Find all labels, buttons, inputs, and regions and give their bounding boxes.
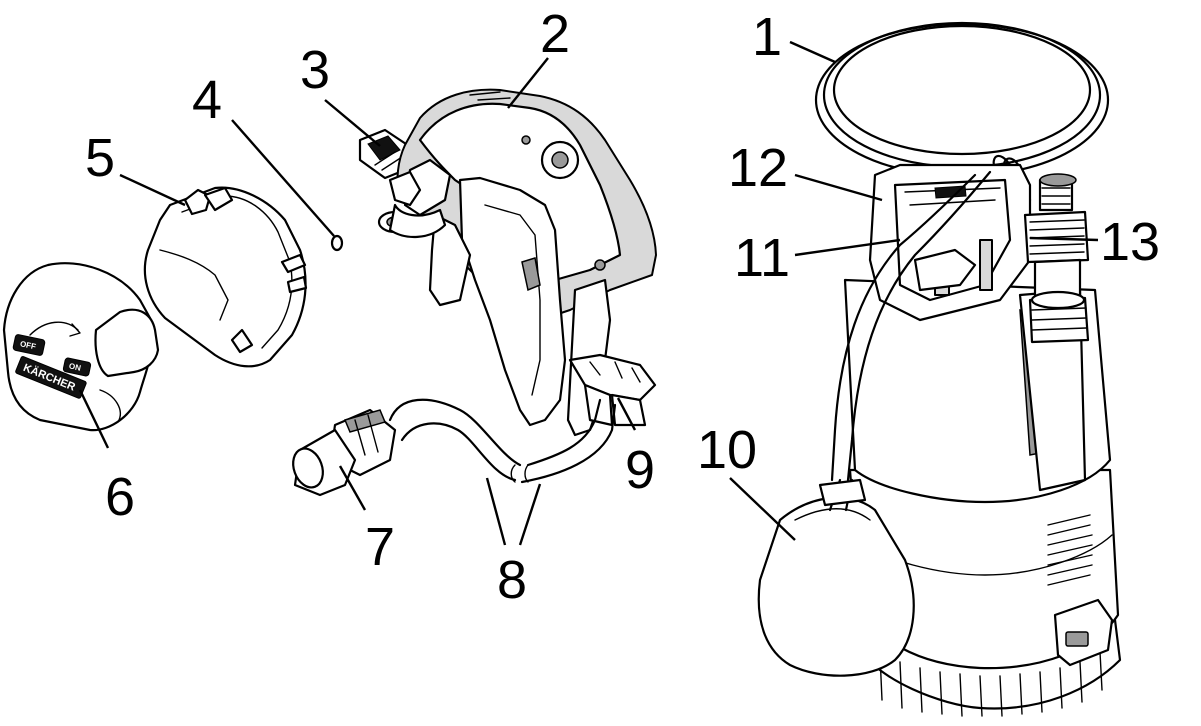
part-7-connector — [292, 408, 397, 497]
callout-11: 11 — [734, 228, 790, 288]
callout-1: 1 — [752, 7, 782, 67]
callout-13: 13 — [1100, 212, 1160, 272]
leader-13 — [1029, 236, 1099, 242]
callout-2: 2 — [540, 4, 570, 64]
pump-body — [830, 163, 1122, 717]
part-4-o-ring — [330, 234, 344, 252]
leader-2 — [507, 57, 549, 109]
leader-7 — [338, 465, 367, 511]
leader-8b — [518, 483, 542, 546]
part-5-inner-cover — [143, 186, 308, 368]
leader-8a — [485, 477, 507, 546]
leader-12 — [794, 173, 883, 202]
callout-8: 8 — [497, 550, 527, 610]
callout-4: 4 — [192, 70, 222, 130]
leader-lines — [78, 40, 1099, 546]
on-label: ON — [68, 361, 82, 372]
leader-1 — [789, 40, 836, 64]
leader-3 — [324, 99, 381, 147]
callout-10: 10 — [697, 420, 757, 480]
callout-9: 9 — [625, 440, 655, 500]
callout-12: 12 — [728, 138, 788, 198]
callout-3: 3 — [300, 40, 330, 100]
leader-10 — [729, 477, 796, 541]
callout-6: 6 — [105, 467, 135, 527]
part-8-hose — [388, 398, 617, 484]
callout-numbers: 1 2 3 4 5 6 7 8 9 10 11 12 13 — [85, 4, 1160, 610]
off-label: OFF — [19, 339, 37, 351]
leader-6 — [78, 389, 110, 449]
leader-11 — [794, 238, 901, 257]
leader-4 — [231, 119, 335, 237]
callout-7: 7 — [365, 517, 395, 577]
part-10-float-switch — [757, 478, 915, 677]
part-6-front-cover: OFF ON KÄRCHER — [2, 262, 160, 432]
leader-9 — [616, 397, 637, 431]
part-2-handle-housing — [377, 88, 657, 437]
callout-5: 5 — [85, 128, 115, 188]
leader-5 — [119, 173, 186, 207]
